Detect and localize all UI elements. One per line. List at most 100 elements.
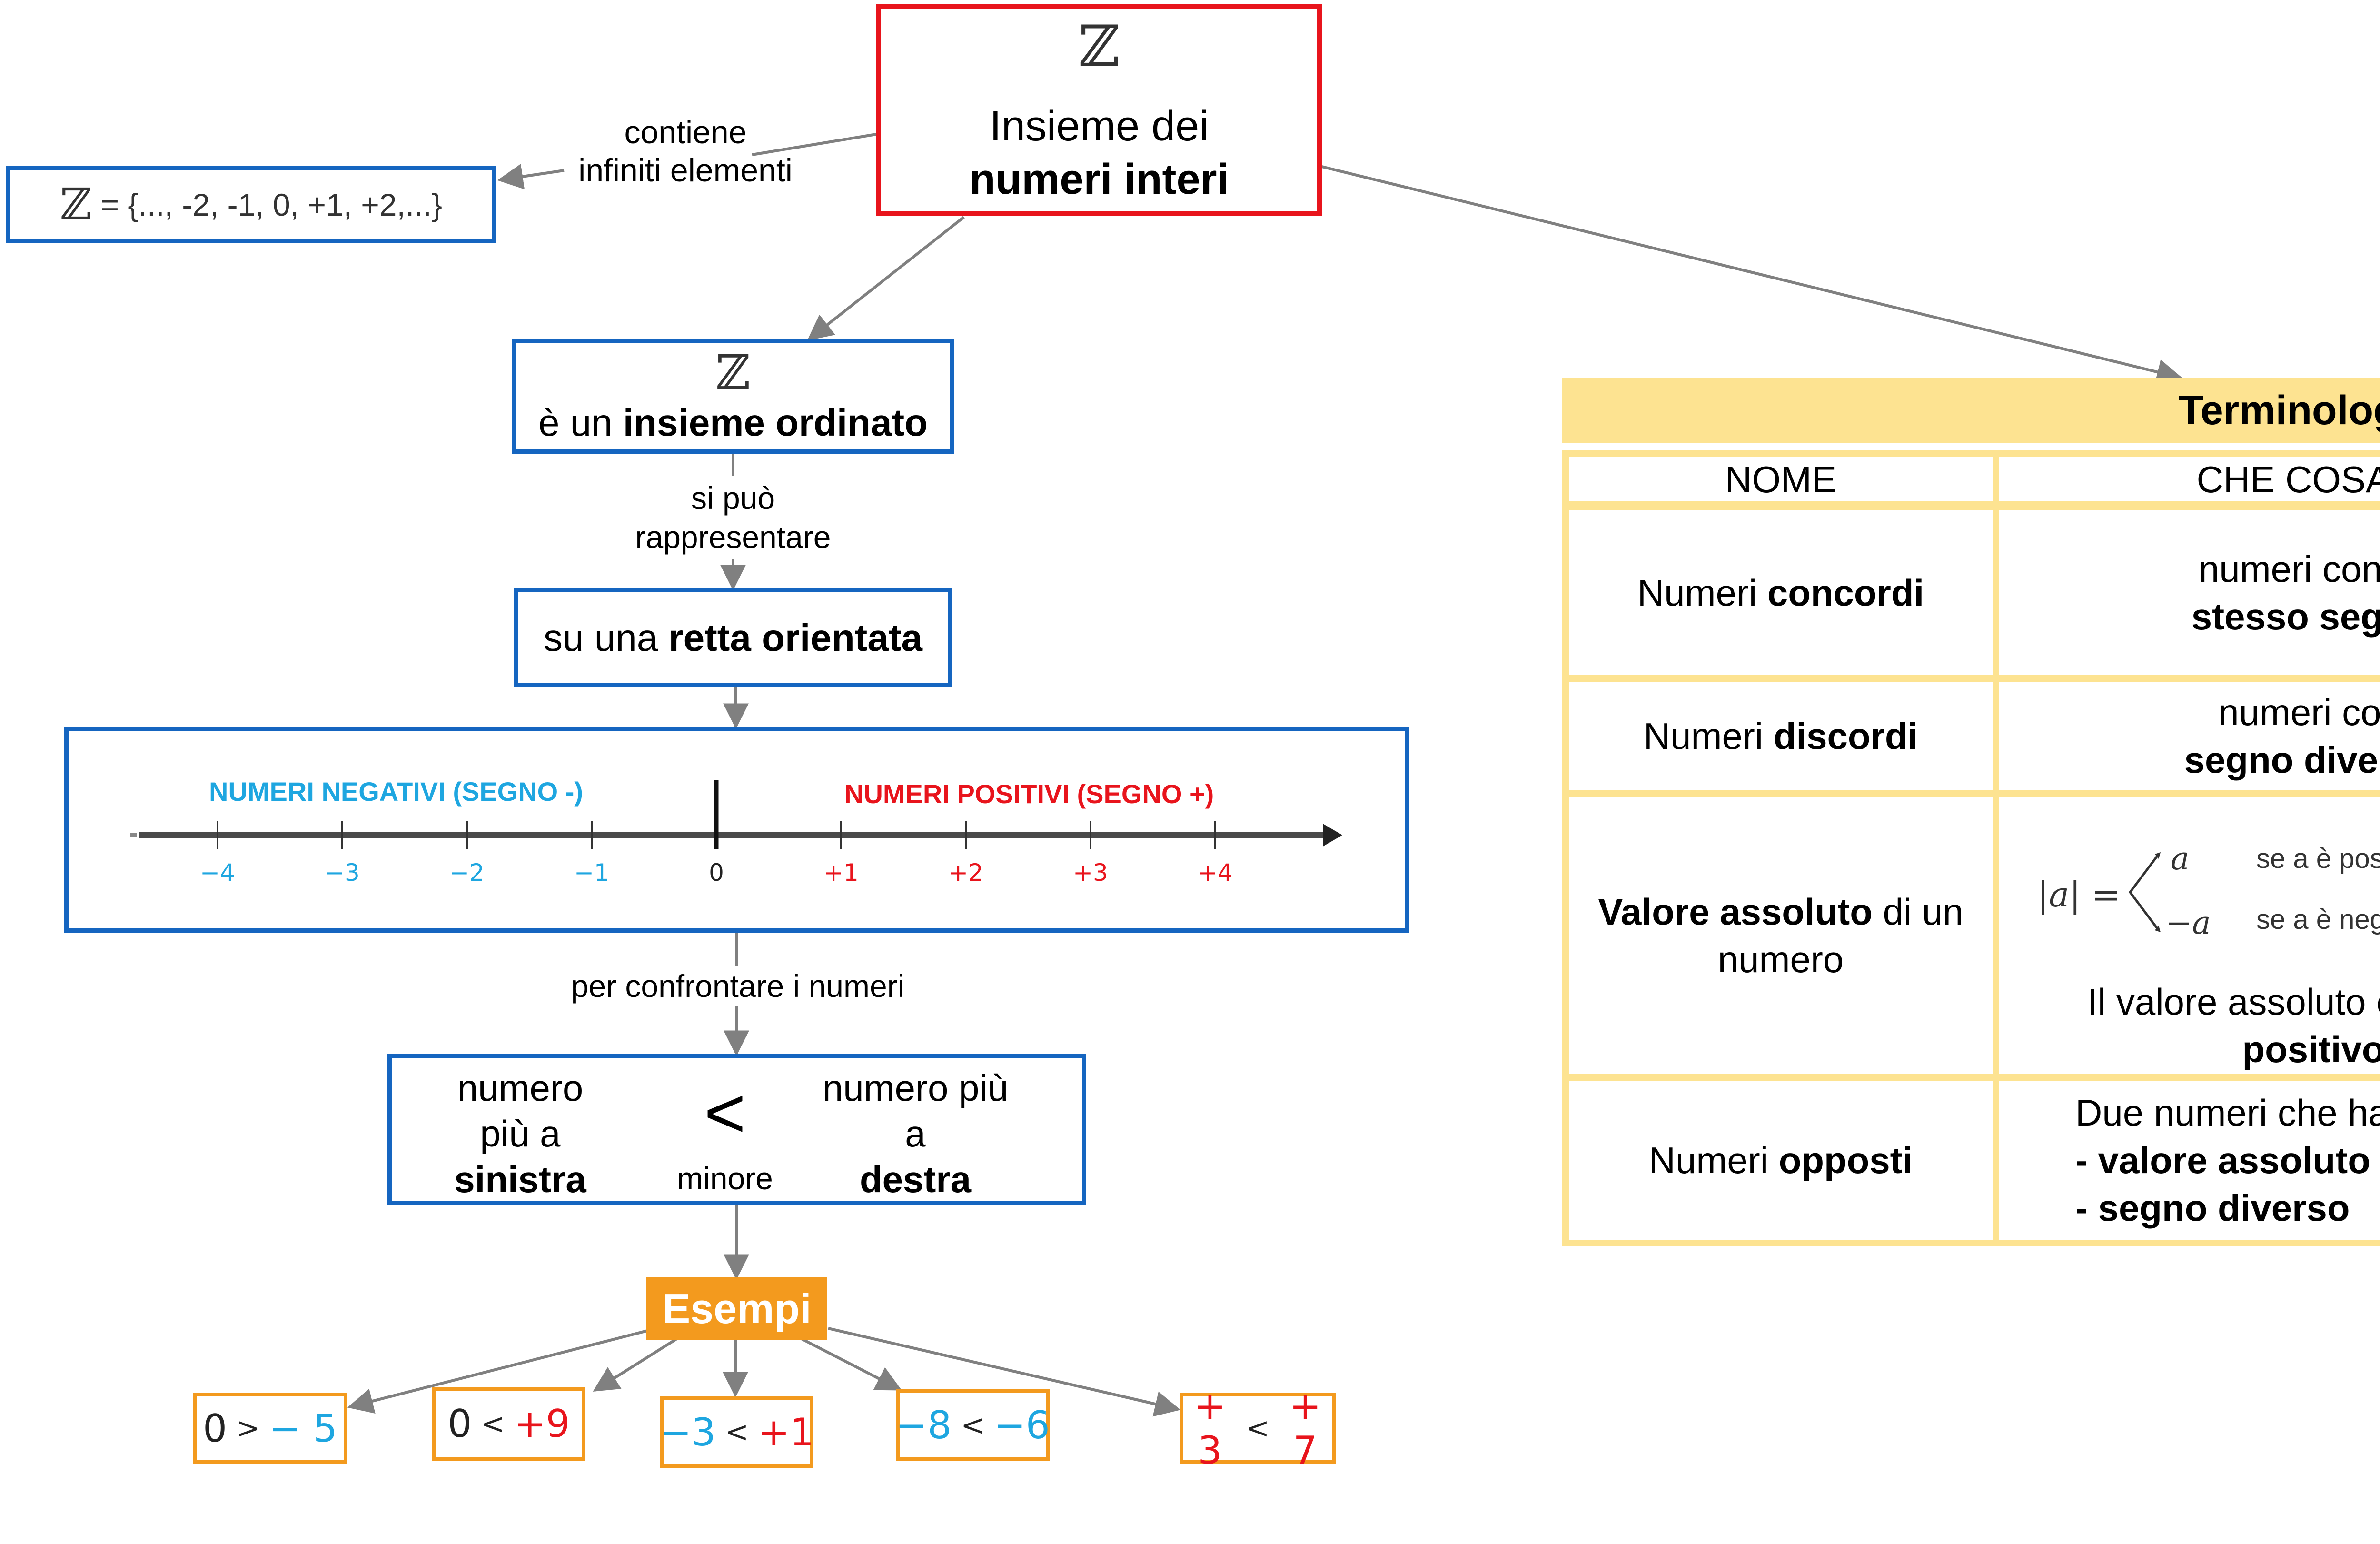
formula-branch-icon <box>2128 852 2161 932</box>
ordered-bold: insieme ordinato <box>623 401 928 444</box>
formula-lhs: |a| = <box>2037 875 2121 915</box>
examples-title[interactable]: Esempi <box>646 1277 827 1340</box>
formula-case1-value: a <box>2171 840 2190 877</box>
desc-line: numeri con <box>2218 691 2380 733</box>
example-operator: > <box>227 1412 269 1445</box>
formula-case2-value: −a <box>2166 905 2211 941</box>
oriented-line-box[interactable]: su una retta orientata <box>514 588 952 687</box>
link-label-contains: contiene infiniti elementi <box>562 113 809 189</box>
desc-line: numeri con lo <box>2198 548 2380 590</box>
formula-case2-condition: se a è negativo <box>2256 904 2380 935</box>
example-operator: < <box>715 1415 758 1449</box>
row-concordi-name: Numeri concordi <box>1562 504 1999 682</box>
example-operator: < <box>472 1407 514 1441</box>
line-box-prefix: su una <box>544 616 669 659</box>
example-right-number: − 5 <box>269 1406 337 1451</box>
formula-case1-condition: se a è positivo o zero <box>2256 843 2380 874</box>
tick-label: −2 <box>449 859 485 887</box>
note-plain: Il valore assoluto è <box>2087 981 2380 1023</box>
link-label-line: rappresentare <box>635 519 831 555</box>
tick-label: 0 <box>709 859 724 887</box>
number-line-box[interactable]: NUMERI NEGATIVI (SEGNO -) NUMERI POSITIV… <box>64 727 1409 933</box>
ordered-prefix: è un <box>538 401 623 444</box>
ordered-set-box[interactable]: ℤ è un insieme ordinato <box>512 339 954 454</box>
positive-numbers-label: NUMERI POSITIVI (SEGNO +) <box>844 779 1214 809</box>
row-opposti-name: Numeri opposti <box>1562 1074 1999 1246</box>
number-line: −4 −3 −2 −1 0 +1 +2 +3 +4 <box>130 780 1342 887</box>
compare-line: più a <box>480 1113 561 1155</box>
axis-arrow-icon <box>1323 824 1342 847</box>
example-operator: < <box>1236 1412 1279 1445</box>
link-esempi-to-ex1 <box>347 1329 648 1414</box>
link-esempi-to-ex4 <box>799 1336 902 1391</box>
tick-label: −4 <box>200 859 235 887</box>
example-left-number: 0 <box>447 1402 472 1446</box>
link-esempi-to-ex5 <box>828 1327 1181 1417</box>
name-plain: Numeri <box>1643 715 1774 757</box>
example-box[interactable]: −8 < −6 <box>895 1389 1050 1461</box>
left-number-text: numero più a sinistra <box>444 1065 596 1202</box>
integers-symbol: ℤ <box>715 344 751 400</box>
example-right-number: + 7 <box>1289 1384 1321 1473</box>
name-bold: discordi <box>1773 715 1918 757</box>
examples-title-text: Esempi <box>662 1285 812 1332</box>
name-suffix: di un numero <box>1717 891 1964 980</box>
comparison-box[interactable]: numero più a sinistra < minore numero pi… <box>387 1054 1086 1205</box>
desc-line: Due numeri che hanno: <box>2075 1092 2380 1134</box>
link-label-line: contiene <box>624 114 747 150</box>
desc-line: - segno diverso <box>2075 1187 2350 1229</box>
less-than-symbol: < <box>704 1073 746 1153</box>
name-bold: Valore assoluto <box>1598 891 1873 933</box>
root-title-line2: numeri interi <box>969 156 1229 203</box>
link-root-to-table <box>1321 165 2183 385</box>
table-title: Terminologia <box>1562 378 2380 443</box>
compare-line: numero più <box>822 1067 1009 1109</box>
integers-symbol: ℤ <box>1078 14 1120 80</box>
example-box[interactable]: + 3 < + 7 <box>1180 1384 1336 1473</box>
tick-label: −1 <box>574 859 609 887</box>
integers-symbol: ℤ <box>60 179 92 230</box>
example-box[interactable]: 0 > − 5 <box>193 1393 347 1464</box>
tick-label: +2 <box>948 859 983 887</box>
name-bold: concordi <box>1767 572 1924 614</box>
compare-line: sinistra <box>454 1158 586 1200</box>
absolute-value-formula: |a| = a se a è positivo o zero −a se a è… <box>2037 826 2380 949</box>
link-esempi-to-ex2 <box>593 1336 679 1392</box>
root-title-line1: Insieme dei <box>989 102 1209 150</box>
tick-label: +4 <box>1198 859 1233 887</box>
set-expression: = {..., -2, -1, 0, +1, +2,...} <box>92 187 442 222</box>
name-plain: Numeri <box>1637 572 1767 614</box>
row-concordi-description: numeri con lo stesso segno <box>1993 504 2380 682</box>
compare-line: a <box>905 1113 926 1155</box>
desc-line: segno diverso <box>2184 739 2380 781</box>
row-absolute-description: |a| = a se a è positivo o zero −a se a è… <box>1993 790 2380 1081</box>
right-number-text: numero più a destra <box>811 1065 1020 1202</box>
note-bold: sempre positivo <box>2242 1028 2380 1070</box>
line-box-bold: retta orientata <box>668 616 922 659</box>
header-description: CHE COSA È <box>1993 450 2380 508</box>
example-right-number: +9 <box>514 1402 570 1446</box>
example-left-number: + 3 <box>1194 1384 1226 1473</box>
tick-label: +3 <box>1073 859 1108 887</box>
tick-label: +1 <box>823 859 859 887</box>
link-label-to-set <box>497 164 565 189</box>
compare-line: destra <box>859 1158 972 1200</box>
example-right-number: −6 <box>993 1403 1050 1447</box>
example-box[interactable]: 0 < +9 <box>432 1387 585 1461</box>
header-name: NOME <box>1562 450 1999 508</box>
row-discordi-name: Numeri discordi <box>1562 675 1999 797</box>
tick-label: −3 <box>325 859 360 887</box>
ordered-set-text: è un insieme ordinato <box>538 399 928 447</box>
link-root-to-ordered <box>807 216 965 341</box>
link-root-to-set <box>752 133 877 156</box>
example-operator: < <box>952 1408 994 1442</box>
set-definition-box[interactable]: ℤ = {..., -2, -1, 0, +1, +2,...} <box>6 166 496 243</box>
row-discordi-description: numeri con segno diverso <box>1993 675 2380 797</box>
example-box[interactable]: −3 < +1 <box>659 1396 814 1468</box>
negative-numbers-label: NUMERI NEGATIVI (SEGNO -) <box>209 777 584 807</box>
example-left-number: −3 <box>659 1410 716 1454</box>
root-node[interactable]: ℤ Insieme dei numeri interi <box>876 4 1322 216</box>
link-label-can-represent: si può rappresentare <box>590 478 876 557</box>
link-label-line: infiniti elementi <box>578 152 793 189</box>
